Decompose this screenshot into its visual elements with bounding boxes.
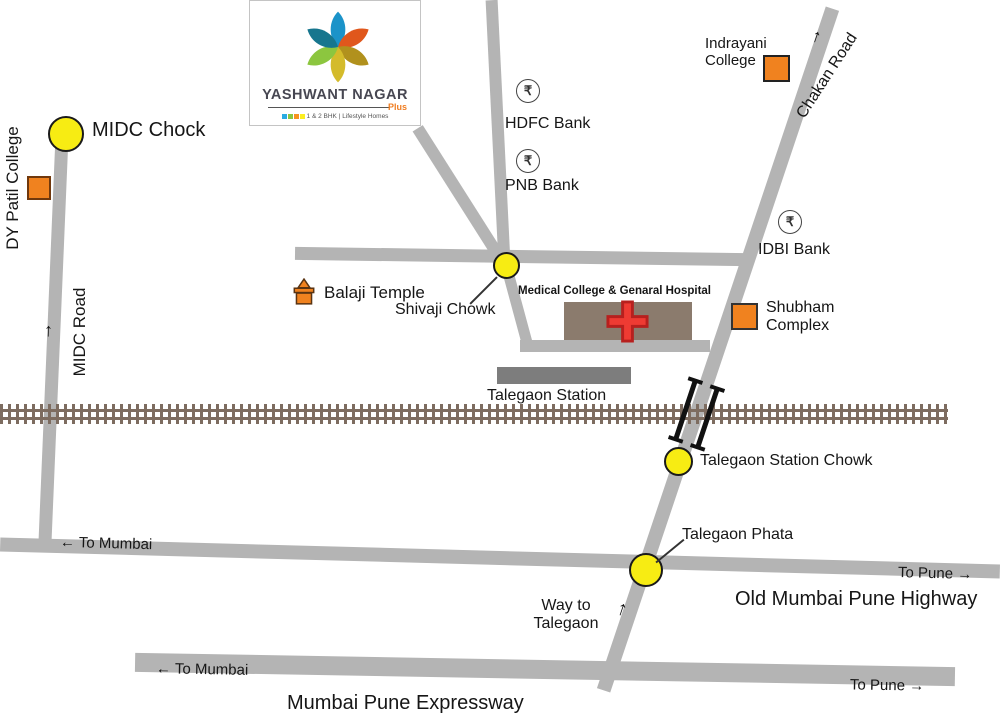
to-pune-text: To Pune [849,676,906,695]
tagline-swatches [281,114,305,119]
right-arrow-icon: → [956,565,973,583]
dy-patil-college-marker [27,176,51,200]
logo-name: YASHWANT NAGAR [262,87,408,103]
dy-patil-college-label: DY Patil College [3,126,22,250]
to-pune-text: To Pune [897,564,954,583]
railway-track [0,404,948,424]
midc-chock-label: MIDC Chock [92,119,206,141]
to-pune-highway: To Pune → [898,564,973,583]
midc-road-label: MIDC Road [70,287,89,377]
talegaon-phata-marker [629,553,663,587]
right-arrow-icon: → [909,677,925,695]
shubham-complex-label: Shubham Complex [766,299,835,336]
pinwheel-logo [304,11,372,83]
rupee-bank-icon: ₹ [516,149,540,173]
to-mumbai-text: To Mumbai [174,660,249,679]
midc-chock-marker [48,116,84,152]
tagline-swatch [281,114,287,119]
rupee-bank-icon: ₹ [516,79,540,103]
indrayani-college-label: Indrayani College [705,35,767,70]
hdfc-bank-label: HDFC Bank [505,115,591,132]
rupee-bank-icon: ₹ [778,210,802,234]
rupee-symbol: ₹ [523,153,533,168]
logo-plus-text: Plus [387,102,407,112]
idbi-bank-label: IDBI Bank [758,241,831,258]
indrayani-line2: College [705,52,756,70]
old-highway-label: Old Mumbai Pune Highway [735,588,978,610]
logo-tagline: 1 & 2 BHK | Lifestyle Homes [250,113,420,120]
shivaji-chowk-marker [493,252,520,279]
pnb-bank-label: PNB Bank [505,177,579,194]
mumbai-pune-expressway-road [134,652,956,687]
balaji-temple-label: Balaji Temple [324,283,425,302]
hospital-bottom-road [520,340,710,352]
to-mumbai-text: To Mumbai [78,534,153,554]
talegaon-station-chowk-marker [664,447,693,476]
shubham-complex-marker [731,303,758,330]
talegaon-station-label: Talegaon Station [487,387,607,404]
left-arrow-icon: ← [155,660,172,678]
shubham-line2: Complex [766,317,830,335]
hospital-label: Medical College & Genaral Hospital [518,285,711,297]
to-pune-expressway: To Pune → [850,676,925,694]
shubham-line1: Shubham [766,299,835,316]
shivaji-chowk-label: Shivaji Chowk [395,301,496,318]
way-line1: Way to [541,597,591,614]
indrayani-line1: Indrayani [705,35,767,52]
way-to-talegaon-label: Way to Talegaon [528,597,604,634]
tagline-swatch [293,114,299,119]
yashwant-nagar-logo: YASHWANT NAGAR Plus 1 & 2 BHK | Lifestyl… [249,0,421,126]
left-arrow-icon: ← [59,533,76,552]
talegaon-phata-label: Talegaon Phata [682,526,794,543]
logo-rule [268,107,390,108]
talegaon-station-platform [497,367,631,384]
tagline-swatch [287,114,293,119]
hospital-side-road [501,266,534,349]
to-mumbai-highway: ← To Mumbai [60,534,153,553]
shivaji-chowk-road [294,246,746,267]
talegaon-station-chowk-label: Talegaon Station Chowk [700,452,873,469]
rupee-symbol: ₹ [523,83,533,98]
tagline-text: 1 & 2 BHK | Lifestyle Homes [306,113,389,120]
up-arrow-icon: ↑ [43,319,54,341]
rupee-symbol: ₹ [785,214,795,229]
expressway-label: Mumbai Pune Expressway [287,692,524,714]
to-mumbai-expressway: ← To Mumbai [156,660,249,679]
way-line2: Talegaon [533,615,599,633]
red-cross-icon [606,300,649,343]
tagline-swatch [299,114,305,119]
indrayani-college-marker [763,55,790,82]
temple-icon [293,278,315,305]
